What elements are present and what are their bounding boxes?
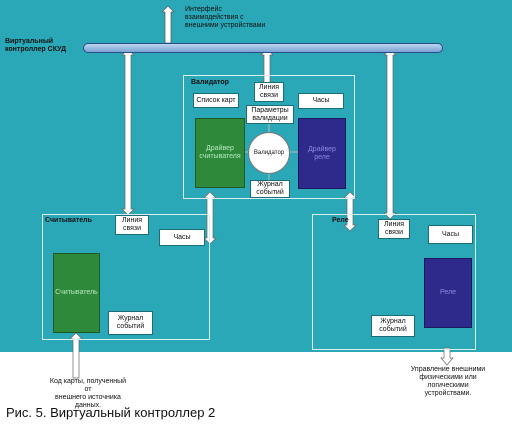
reader-comm-line: Линия связи [115,215,149,235]
arrow-relay-output [440,347,454,366]
arrow-input-reader [69,332,83,379]
reader-device: Считыватель [53,253,100,333]
relay-clock: Часы [428,225,473,244]
reader-event-log: Журнал событий [108,311,153,335]
output-control-label: Управление внешними физическими или логи… [410,366,486,397]
relay-title: Реле [332,217,349,224]
validator-core: Валидатор [248,132,290,174]
controller-label: Виртуальный контроллер СКУД [5,38,67,53]
relay-comm-line: Линия связи [378,219,410,239]
arrow-validator-reader [203,191,217,245]
reader-driver-block: Драйвер считывателя [195,118,245,188]
arrow-bus-relay [383,48,397,220]
validator-comm-line: Линия связи [254,82,284,102]
arrows-layer [69,5,454,379]
diagram-bottom-band [0,352,512,400]
validator-clock: Часы [298,93,344,109]
system-bus [83,43,443,53]
arrow-bus-reader [121,48,135,216]
external-interface-label: Интерфейс взаимодействия с внешними устр… [185,6,266,29]
validator-params: Параметры валидации [246,105,294,124]
figure-caption: Рис. 5. Виртуальный контроллер 2 [6,405,216,420]
relay-panel [312,214,476,350]
validator-card-list: Список карт [193,93,239,108]
relay-driver-block: Драйвер реле [298,118,346,189]
reader-clock: Часы [159,229,205,246]
validator-panel [183,75,355,199]
diagram-background [0,0,512,400]
relay-event-log: Журнал событий [371,315,415,337]
reader-title: Считыватель [45,217,92,224]
input-source-label: Код карты, полученный от внешнего источн… [49,378,127,409]
reader-panel [42,214,210,340]
relay-device: Реле [424,258,472,328]
validator-title: Валидатор [191,79,229,86]
external-interface-arrow [161,5,175,44]
validator-event-log: Журнал событий [250,180,290,198]
